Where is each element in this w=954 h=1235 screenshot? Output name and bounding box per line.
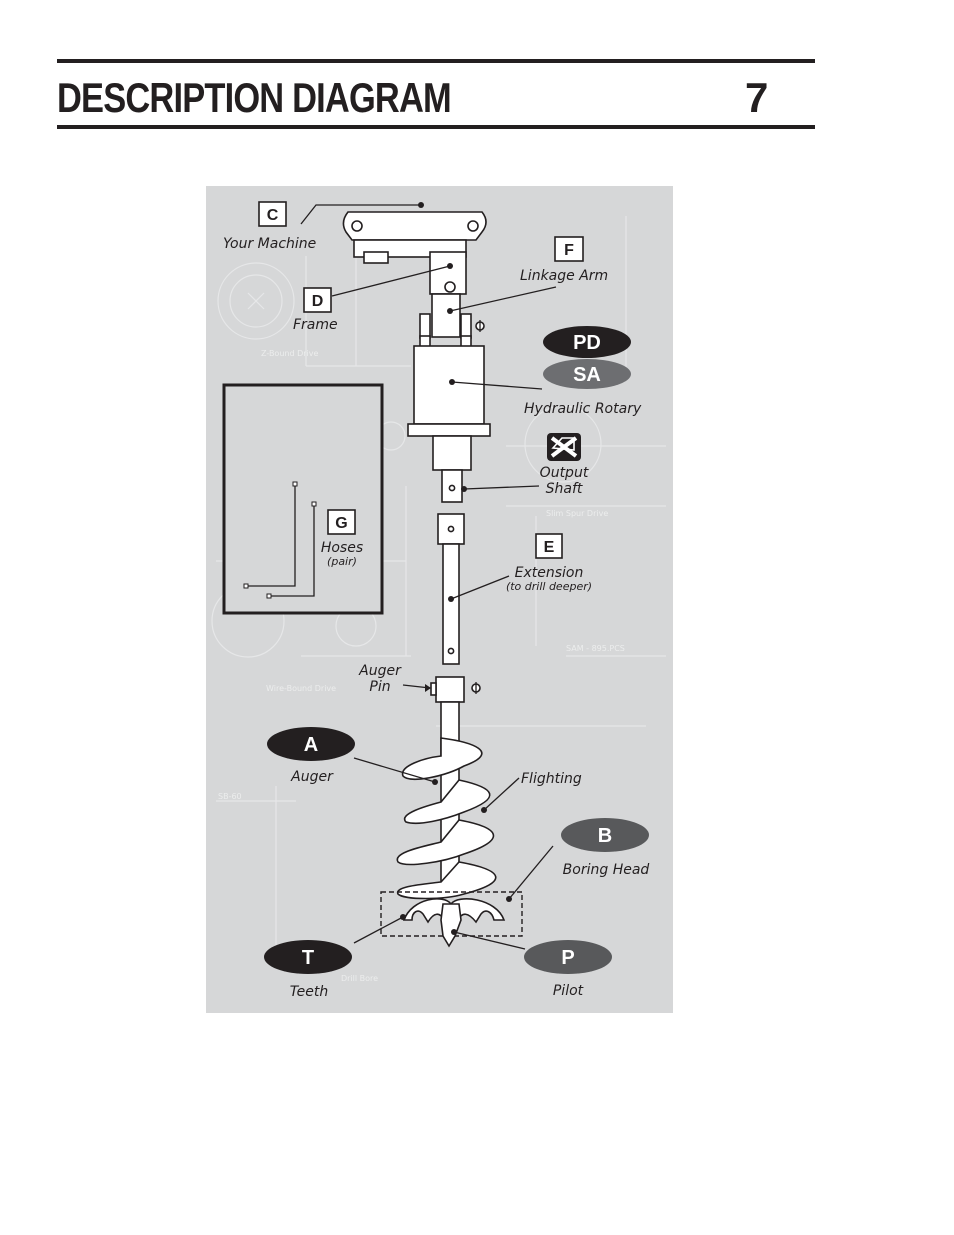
your-machine-label: Your Machine (223, 236, 316, 252)
callout-letter-g: G (335, 515, 347, 532)
output-shaft-label-line2: Shaft (546, 481, 583, 497)
hydraulic-rotary-part (407, 335, 543, 471)
extension-part (437, 513, 510, 665)
extension-label: Extension (515, 565, 584, 581)
output-shaft-icon (547, 433, 581, 461)
callout-oval-b (561, 818, 649, 852)
sa-badge (543, 359, 631, 389)
hoses-label: Hoses (321, 540, 363, 556)
hoses-sublabel: (pair) (327, 555, 357, 568)
extension-sublabel: (to drill deeper) (506, 580, 592, 593)
callout-oval-p (524, 940, 612, 974)
callout-box-c (258, 201, 287, 227)
boring-head-part (353, 845, 554, 950)
svg-text:SAM - 895.PCS: SAM - 895.PCS (566, 644, 625, 653)
header-rule-bottom (57, 125, 815, 129)
callout-box-e (535, 533, 563, 559)
frame-part (331, 251, 467, 297)
boring-head-label: Boring Head (563, 862, 650, 878)
svg-text:Z-Bound Drive: Z-Bound Drive (261, 349, 318, 358)
frame-label: Frame (293, 317, 338, 333)
callout-box-f (554, 236, 584, 262)
page-number: 7 (745, 74, 769, 121)
svg-text:Slim Spur Drive: Slim Spur Drive (546, 509, 608, 518)
header-rule-top (57, 59, 815, 63)
callout-box-d (303, 287, 332, 313)
auger-pin-label-line2: Pin (369, 679, 390, 695)
sa-badge-text: SA (573, 364, 601, 386)
callout-letter-p: P (561, 947, 574, 969)
svg-text:Drill Bore: Drill Bore (341, 974, 378, 983)
linkage-arm-part (419, 286, 557, 339)
callout-oval-a (267, 727, 355, 761)
callout-letter-f: F (564, 242, 574, 259)
auger-pin-part (402, 676, 481, 703)
hoses-inset (222, 383, 384, 615)
auger-pin-label-line1: Auger (358, 663, 402, 679)
auger-part (353, 701, 520, 900)
callout-letter-c: C (267, 207, 279, 224)
svg-text:SB-60: SB-60 (218, 792, 242, 801)
svg-text:Wire-Bound Drive: Wire-Bound Drive (266, 684, 336, 693)
your-machine-part (300, 202, 487, 264)
page-title: DESCRIPTION DIAGRAM (57, 74, 452, 121)
output-shaft-label-line1: Output (540, 465, 589, 481)
output-shaft-part (441, 469, 540, 503)
pd-badge (543, 326, 631, 358)
callout-letter-a: A (304, 734, 318, 756)
description-diagram: Z-Bound Drive Slim Spur Drive SAM - 895.… (206, 186, 673, 1013)
callout-box-g (327, 509, 356, 535)
teeth-label: Teeth (290, 984, 328, 1000)
linkage-arm-label: Linkage Arm (520, 268, 608, 284)
callout-letter-t: T (302, 947, 314, 969)
pd-badge-text: PD (573, 332, 601, 354)
callout-letter-b: B (598, 825, 612, 847)
diagram-canvas: Z-Bound Drive Slim Spur Drive SAM - 895.… (211, 201, 666, 1000)
hydraulic-rotary-label: Hydraulic Rotary (524, 401, 642, 417)
auger-label: Auger (290, 769, 334, 785)
callout-letter-d: D (312, 293, 324, 310)
flighting-label: Flighting (521, 771, 582, 787)
callout-oval-t (264, 940, 352, 974)
pilot-label: Pilot (553, 983, 584, 999)
callout-letter-e: E (544, 539, 555, 556)
